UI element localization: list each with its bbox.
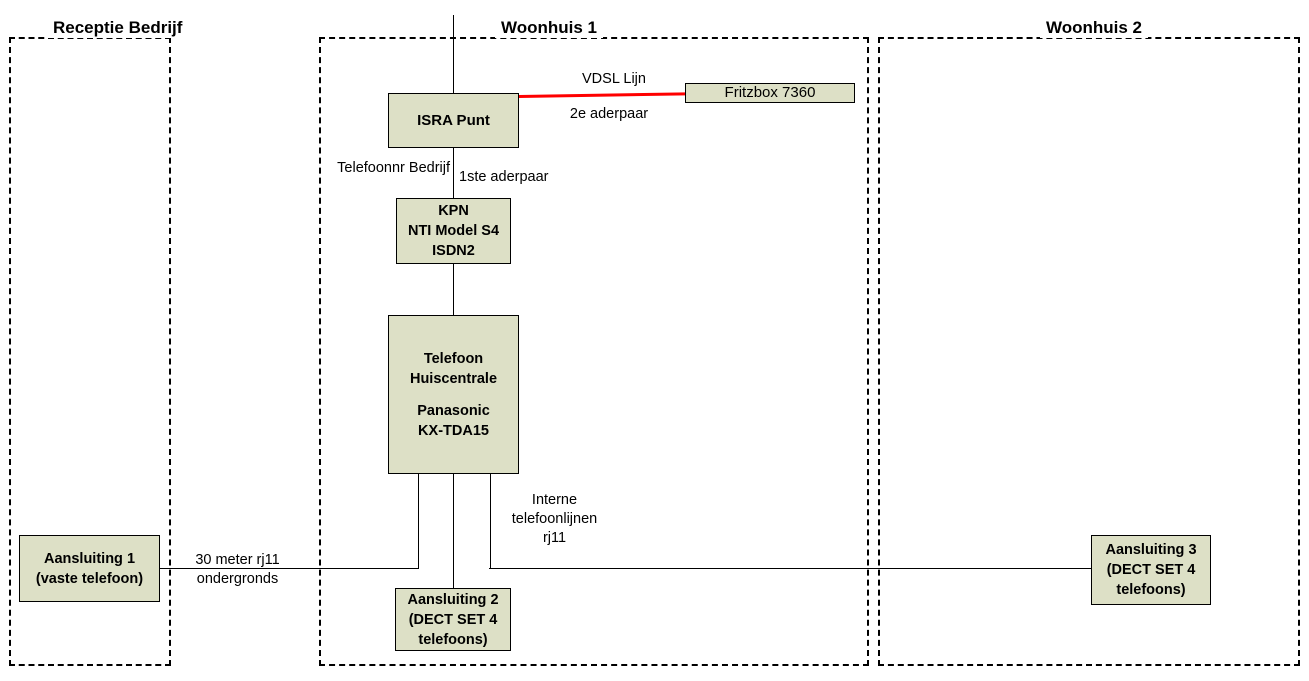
node-aansluiting2-line-1: Aansluiting 2: [407, 591, 499, 608]
node-pabx-line-1: Telefoon: [423, 350, 484, 367]
label-telefoonnr-bedrijf: Telefoonnr Bedrijf: [337, 160, 450, 176]
node-pabx-line-2: Huiscentrale: [409, 370, 498, 387]
node-pabx-line-5: KX-TDA15: [418, 422, 489, 439]
wire-isra-to-kpn: [453, 148, 454, 198]
node-fritzbox[interactable]: Fritzbox 7360: [685, 83, 855, 103]
node-aansluiting-2[interactable]: Aansluiting 2 (DECT SET 4 telefoons): [395, 588, 511, 651]
node-isra-punt-line-1: ISRA Punt: [417, 111, 490, 129]
node-aansluiting2-line-2: (DECT SET 4: [408, 611, 498, 628]
label-1ste-aderpaar: 1ste aderpaar: [459, 169, 549, 185]
node-fritzbox-line-1: Fritzbox 7360: [724, 84, 816, 101]
node-kpn-nti[interactable]: KPN NTI Model S4 ISDN2: [396, 198, 511, 264]
node-kpn-line-2: NTI Model S4: [407, 223, 500, 239]
zone-title-receptie-bedrijf: Receptie Bedrijf: [47, 18, 189, 38]
wire-pabx-right-leg: [490, 474, 491, 569]
node-aansluiting1-line-2: (vaste telefoon): [35, 570, 144, 587]
wire-incoming-to-isra: [453, 15, 454, 93]
zone-title-woonhuis-1: Woonhuis 1: [495, 18, 604, 38]
node-panasonic-pabx[interactable]: Telefoon Huiscentrale Panasonic KX-TDA15: [388, 315, 519, 474]
zone-woonhuis-1: [319, 37, 869, 666]
wire-pabx-to-aansluiting3: [489, 568, 1091, 569]
zone-woonhuis-2: [878, 37, 1300, 666]
wire-pabx-left-leg: [418, 474, 419, 569]
node-aansluiting1-line-1: Aansluiting 1: [43, 550, 136, 567]
node-kpn-line-3: ISDN2: [432, 243, 475, 259]
label-30-meter-rj11: 30 meter rj11 ondergronds: [195, 552, 280, 587]
zone-receptie-bedrijf: [9, 37, 171, 666]
label-interne-telefoonlijnen: Interne telefoonlijnen rj11: [511, 492, 598, 546]
wire-kpn-to-pabx: [453, 264, 454, 315]
node-aansluiting2-line-3: telefoons): [418, 631, 488, 648]
node-aansluiting3-line-3: telefoons): [1116, 582, 1186, 598]
node-pabx-line-4: Panasonic: [417, 402, 490, 419]
label-vdsl-lijn: VDSL Lijn: [582, 71, 646, 87]
node-aansluiting3-line-2: (DECT SET 4: [1106, 562, 1196, 578]
zone-title-woonhuis-2: Woonhuis 2: [1040, 18, 1149, 38]
node-aansluiting-1[interactable]: Aansluiting 1 (vaste telefoon): [19, 535, 160, 602]
label-2e-aderpaar: 2e aderpaar: [569, 106, 649, 122]
node-aansluiting3-line-1: Aansluiting 3: [1105, 542, 1197, 558]
wire-pabx-middle-leg: [453, 474, 454, 588]
node-aansluiting-3[interactable]: Aansluiting 3 (DECT SET 4 telefoons): [1091, 535, 1211, 605]
wire-aansluiting1-to-pabx: [160, 568, 419, 569]
node-kpn-line-1: KPN: [438, 203, 469, 219]
node-isra-punt[interactable]: ISRA Punt: [388, 93, 519, 148]
